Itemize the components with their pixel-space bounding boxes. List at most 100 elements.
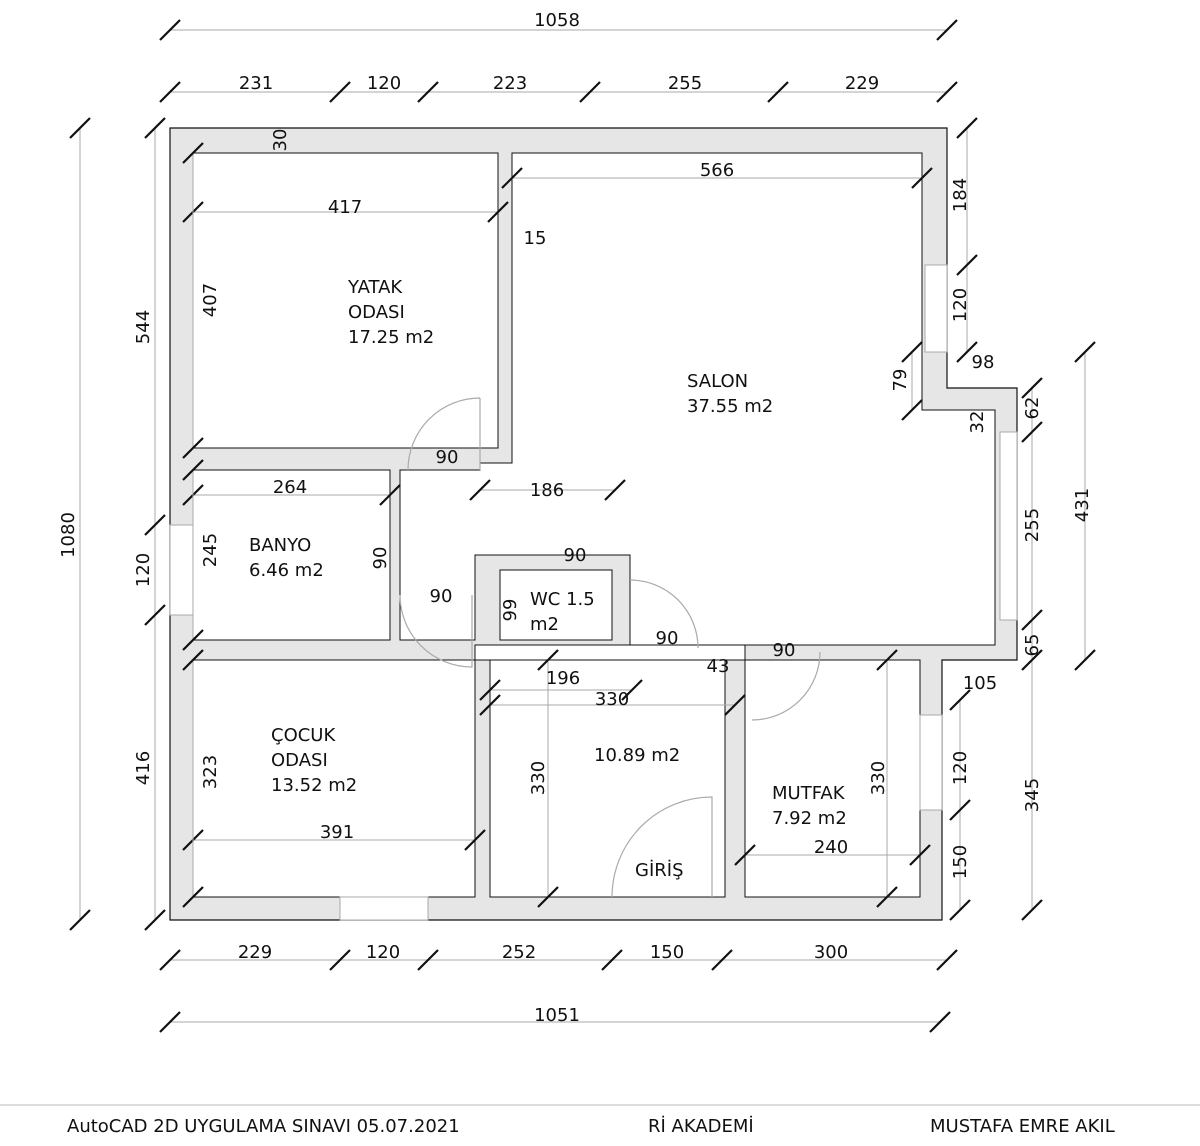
dimension-right-98: 98 (972, 352, 995, 373)
room-label-yatak: 17.25 m2 (348, 327, 434, 348)
dimension-tick (479, 694, 501, 716)
dimension-lines (69, 19, 1096, 1033)
door-swing (751, 651, 821, 721)
door-swing (611, 796, 713, 898)
window (919, 714, 943, 811)
walls (169, 127, 1018, 921)
room-label-banyo: 6.46 m2 (249, 560, 324, 581)
dimension-tick (182, 629, 204, 651)
room-label-salon: 37.55 m2 (687, 396, 773, 417)
dimension-tick (909, 844, 931, 866)
dimension-tick (159, 81, 181, 103)
room-label-salon: SALON (687, 371, 748, 392)
dimension-tick (1021, 649, 1043, 671)
room-label-banyo: BANYO (249, 535, 311, 556)
dimension-tick (956, 254, 978, 276)
dimension-wc-door: 90 (656, 628, 679, 649)
dimension-tick (479, 679, 501, 701)
dimension-tick (182, 886, 204, 908)
room-wc (499, 569, 613, 641)
dimension-top-5: 229 (845, 73, 879, 94)
dimension-cocuk-width: 391 (320, 822, 354, 843)
dimension-partition-186: 186 (530, 480, 564, 501)
window (999, 431, 1018, 621)
dimension-right-79: 79 (890, 369, 911, 392)
dimension-left-120: 120 (133, 553, 154, 587)
dimension-bottom-4: 150 (650, 942, 684, 963)
dimension-wc-top: 90 (564, 545, 587, 566)
dimension-top-1: 231 (239, 73, 273, 94)
dimension-salon-width: 566 (700, 160, 734, 181)
dimension-tick (182, 142, 204, 164)
room-label-mutfak: 7.92 m2 (772, 808, 847, 829)
dimension-tick (956, 341, 978, 363)
dimension-tick (936, 81, 958, 103)
dimension-tick (144, 909, 166, 931)
dimension-tick (901, 341, 923, 363)
dimension-top-2: 120 (367, 73, 401, 94)
dimension-tick (537, 649, 559, 671)
dimension-tick (956, 117, 978, 139)
dimension-banyo-door-v: 90 (370, 547, 391, 570)
window (169, 524, 194, 616)
dimension-door-yatak: 90 (436, 447, 459, 468)
room-label-wc: WC 1.5 (530, 589, 595, 610)
dimension-tick (182, 649, 204, 671)
dimension-tick (159, 19, 181, 41)
dimension-bottom-3: 252 (502, 942, 536, 963)
dimension-tick (159, 1011, 181, 1033)
dimension-hall-height: 330 (528, 761, 549, 795)
dimension-right-345: 345 (1022, 778, 1043, 812)
dimension-tick (329, 81, 351, 103)
dimension-tick (949, 899, 971, 921)
window (339, 896, 429, 921)
dimension-wc-99: 99 (500, 599, 521, 622)
doors (399, 397, 821, 898)
dimension-tick (949, 689, 971, 711)
room-label-cocuk: ÇOCUK (271, 725, 336, 746)
dimension-tick (621, 679, 643, 701)
dimension-tick (487, 201, 509, 223)
dimension-tick (911, 167, 933, 189)
dimension-top-3: 223 (493, 73, 527, 94)
dimension-tick (159, 949, 181, 971)
door-swing (407, 397, 481, 471)
room-label-cocuk: 13.52 m2 (271, 775, 357, 796)
dimension-tick (1074, 649, 1096, 671)
dimension-tick (1074, 341, 1096, 363)
dimension-tick (329, 949, 351, 971)
dimension-tick (182, 437, 204, 459)
dimension-overall-top: 1058 (534, 10, 580, 31)
window (924, 264, 948, 353)
dimension-right-120a: 120 (950, 288, 971, 322)
dimension-right-65: 65 (1022, 634, 1043, 657)
dimension-tick (711, 949, 733, 971)
door-gap-hall (474, 644, 746, 661)
room-label-yatak: ODASI (348, 302, 405, 323)
dimension-gap-15: 15 (524, 228, 547, 249)
room-label-wc: m2 (530, 614, 559, 635)
dimension-tick (929, 1011, 951, 1033)
dimension-banyo-door: 90 (430, 586, 453, 607)
dimension-right-150: 150 (950, 845, 971, 879)
room-label-cocuk: ODASI (271, 750, 328, 771)
dimension-tick (1021, 377, 1043, 399)
dimension-tick (936, 19, 958, 41)
dimension-tick (876, 886, 898, 908)
dimension-right-184: 184 (950, 178, 971, 212)
dimension-top-4: 255 (668, 73, 702, 94)
dimension-tick (417, 949, 439, 971)
room-label-mutfak: MUTFAK (772, 783, 846, 804)
dimension-tick (417, 81, 439, 103)
dimension-tick (379, 484, 401, 506)
door-swing (629, 579, 699, 649)
dimension-tick (182, 459, 204, 481)
dimension-tick (69, 909, 91, 931)
dimension-tick (901, 399, 923, 421)
dimension-left-416: 416 (133, 751, 154, 785)
dimension-tick (501, 167, 523, 189)
dimension-right-105: 105 (963, 673, 997, 694)
dimension-tick (604, 479, 626, 501)
dimension-tick (144, 117, 166, 139)
